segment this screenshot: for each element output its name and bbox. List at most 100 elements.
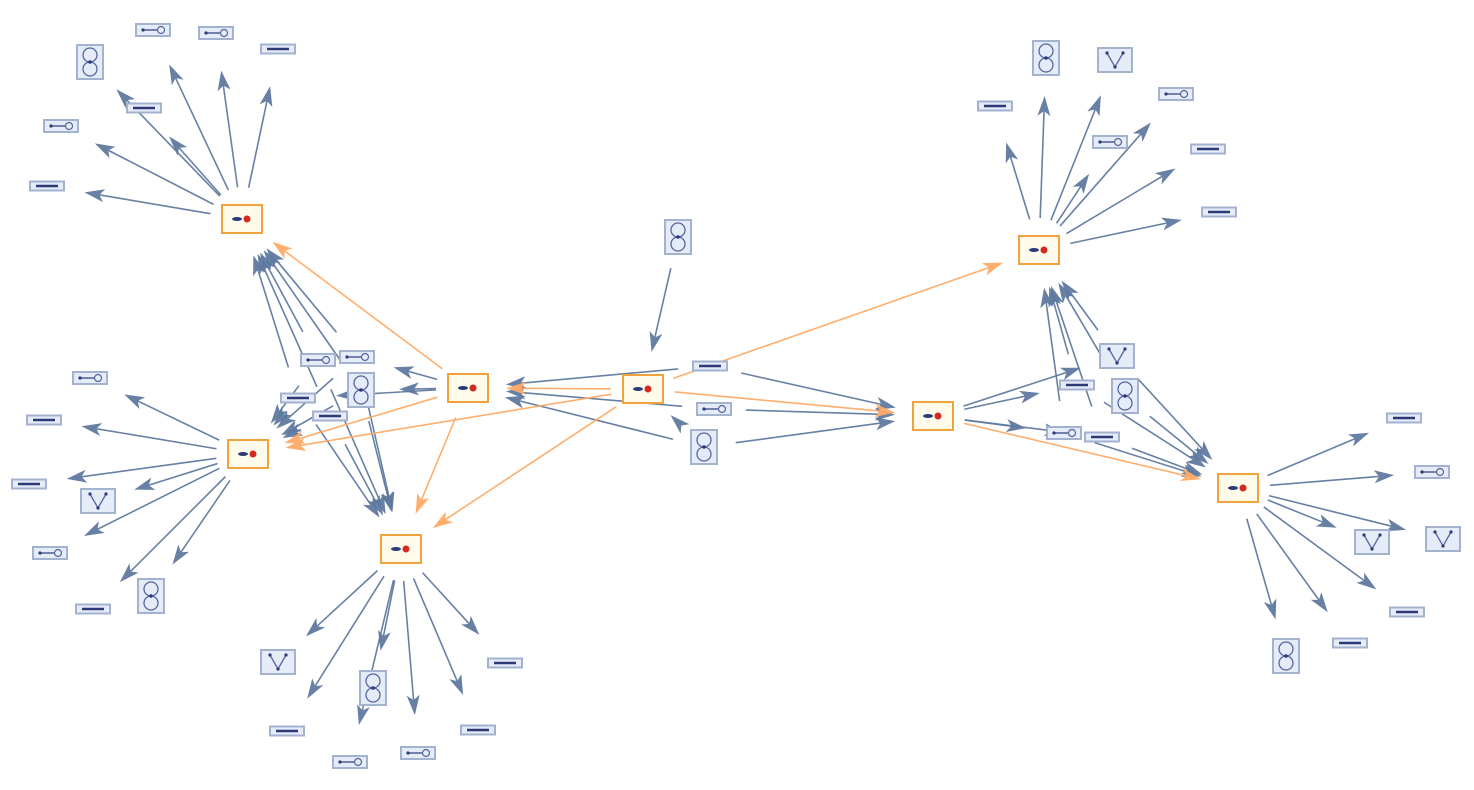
leaf-node[interactable] (1386, 412, 1422, 424)
leaf-node[interactable] (1190, 143, 1226, 155)
graph-edge (172, 479, 231, 565)
leaf-node[interactable] (460, 724, 496, 736)
leaf-node[interactable] (280, 392, 316, 404)
arrowhead-icon (94, 143, 116, 159)
hub-node[interactable] (221, 204, 263, 234)
leaf-node[interactable] (1389, 606, 1425, 618)
leaf-node[interactable] (696, 402, 732, 416)
leaf-node[interactable] (339, 350, 375, 364)
leaf-node[interactable] (1059, 379, 1095, 391)
arrowhead-icon (1040, 287, 1054, 309)
arrowhead-icon (272, 241, 293, 259)
vee-icon (1354, 529, 1390, 555)
graph-edge (649, 268, 672, 352)
graph-edge (1267, 432, 1369, 477)
hub-node[interactable] (912, 401, 954, 431)
hub-node[interactable] (227, 439, 269, 469)
lollipop-icon (1158, 87, 1194, 101)
graph-edge (393, 366, 438, 381)
leaf-node[interactable] (1272, 638, 1300, 674)
leaf-node[interactable] (1158, 87, 1194, 101)
leaf-node[interactable] (400, 746, 436, 760)
arrowhead-icon (461, 615, 480, 635)
leaf-node[interactable] (1046, 426, 1082, 440)
leaf-node[interactable] (260, 43, 296, 55)
leaf-node[interactable] (26, 414, 62, 426)
hub-node[interactable] (380, 534, 422, 564)
leaf-node[interactable] (126, 102, 162, 114)
vee-icon (1425, 526, 1461, 552)
leaf-node[interactable] (1032, 40, 1060, 76)
figure-eight-icon (76, 44, 104, 80)
bar-icon (460, 724, 496, 736)
graph-edge (1066, 168, 1176, 235)
graph-edge (169, 64, 230, 191)
leaf-node[interactable] (664, 219, 692, 255)
graph-edge (83, 467, 220, 537)
leaf-node[interactable] (359, 670, 387, 706)
leaf-node[interactable] (43, 119, 79, 133)
lollipop-icon (400, 746, 436, 760)
leaf-node[interactable] (1092, 135, 1128, 149)
arrowhead-icon (172, 544, 190, 565)
leaf-node[interactable] (1414, 465, 1450, 479)
leaf-node[interactable] (1097, 47, 1133, 73)
leaf-node[interactable] (76, 44, 104, 80)
leaf-node[interactable] (977, 100, 1013, 112)
leaf-node[interactable] (137, 578, 165, 614)
vee-icon (80, 488, 116, 514)
leaf-node[interactable] (690, 429, 718, 465)
leaf-node[interactable] (1099, 343, 1135, 369)
leaf-node[interactable] (1084, 431, 1120, 443)
arrowhead-icon (670, 415, 690, 434)
leaf-node[interactable] (32, 546, 68, 560)
arrowhead-icon (169, 64, 184, 86)
figure-eight-icon (347, 372, 375, 408)
leaf-node[interactable] (1332, 637, 1368, 649)
leaf-node[interactable] (1111, 378, 1139, 414)
leaf-node[interactable] (332, 755, 368, 769)
hub-node[interactable] (1018, 235, 1060, 265)
graph-edge (1149, 415, 1209, 465)
leaf-node[interactable] (29, 180, 65, 192)
leaf-node[interactable] (692, 360, 728, 372)
graph-edge (247, 86, 273, 188)
hub-node[interactable] (447, 373, 489, 403)
hub-node[interactable] (622, 374, 664, 404)
bar-icon (269, 725, 305, 737)
bar-icon (312, 410, 348, 422)
leaf-node[interactable] (1425, 526, 1461, 552)
arrowhead-icon (1018, 390, 1040, 404)
leaf-node[interactable] (269, 725, 305, 737)
arrowhead-icon (1087, 95, 1101, 117)
arrowhead-icon (449, 674, 464, 696)
leaf-node[interactable] (72, 371, 108, 385)
graph-edge (963, 367, 1081, 407)
leaf-node[interactable] (80, 488, 116, 514)
leaf-node[interactable] (347, 372, 375, 408)
bar-icon (1201, 206, 1237, 218)
leaf-node[interactable] (11, 478, 47, 490)
figure-eight-icon (664, 219, 692, 255)
leaf-node[interactable] (300, 353, 336, 367)
leaf-node[interactable] (1201, 206, 1237, 218)
graph-edge (964, 390, 1040, 411)
arrowhead-icon (1051, 286, 1064, 308)
leaf-node[interactable] (260, 649, 296, 675)
graph-edge (1256, 513, 1328, 613)
bar-icon (1386, 412, 1422, 424)
graph-edge (81, 423, 217, 450)
hub-node[interactable] (1217, 473, 1259, 503)
leaf-node[interactable] (1354, 529, 1390, 555)
graph-edge (1070, 217, 1182, 245)
leaf-node[interactable] (75, 603, 111, 615)
leaf-node[interactable] (312, 410, 348, 422)
arrowhead-icon (1058, 282, 1075, 304)
leaf-node[interactable] (198, 26, 234, 40)
leaf-node[interactable] (135, 23, 171, 37)
leaf-node[interactable] (487, 657, 523, 669)
graph-edge (217, 70, 239, 188)
graph-edge (124, 394, 220, 441)
figure-eight-icon (1111, 378, 1139, 414)
